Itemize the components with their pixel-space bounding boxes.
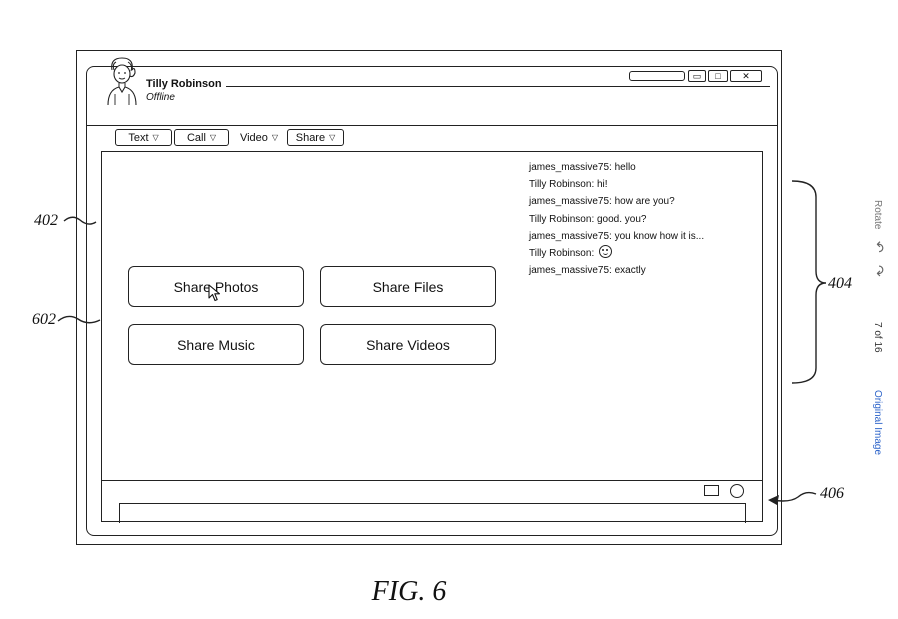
share-photos-button[interactable]: Share Photos (128, 266, 304, 307)
chat-message: james_massive75: exactly (529, 265, 646, 277)
bracket-404 (791, 180, 827, 384)
leader-406 (771, 491, 817, 502)
chat-message: Tilly Robinson: (529, 244, 759, 262)
chat-transcript: james_massive75: hello Tilly Robinson: h… (529, 159, 759, 279)
text-menu-button[interactable]: Text ▽ (115, 129, 172, 146)
video-menu-label: Video (239, 131, 268, 144)
microphone-icon[interactable] (730, 484, 744, 498)
leader-602 (57, 315, 101, 324)
leader-402 (63, 216, 97, 225)
chat-message: Tilly Robinson: hi! (529, 179, 608, 191)
title-bar-field (629, 71, 685, 81)
avatar-icon (107, 57, 137, 106)
chat-message: james_massive75: how are you? (529, 196, 675, 208)
contact-status: Offline (146, 92, 175, 103)
chat-message: james_massive75: you know how it is... (529, 230, 705, 242)
dropdown-arrow-icon: ▽ (271, 133, 279, 142)
figure-caption: FIG. 6 (371, 576, 447, 607)
share-videos-button[interactable]: Share Videos (320, 324, 496, 365)
smiley-icon (599, 244, 612, 258)
message-input-field[interactable] (119, 503, 746, 523)
leader-406-arrow (768, 495, 779, 505)
figure-frame (76, 50, 782, 545)
header-divider (87, 125, 777, 126)
message-input-bar (101, 480, 763, 522)
share-music-button[interactable]: Share Music (128, 324, 304, 365)
reference-numeral-406: 406 (820, 485, 844, 502)
camera-icon[interactable] (704, 485, 719, 496)
dropdown-arrow-icon: ▽ (152, 133, 159, 142)
reference-numeral-404: 404 (828, 275, 852, 292)
messenger-window (86, 66, 778, 536)
share-menu-label: Share (295, 131, 326, 144)
rotate-left-icon[interactable]: ↶ (871, 241, 887, 253)
rotate-label: Rotate (872, 200, 883, 230)
page-counter: 7 of 16 (872, 322, 883, 353)
share-files-button[interactable]: Share Files (320, 266, 496, 307)
dropdown-arrow-icon: ▽ (209, 133, 217, 142)
contact-name: Tilly Robinson (146, 78, 222, 90)
call-menu-button[interactable]: Call ▽ (174, 129, 229, 146)
video-menu-button[interactable]: Video ▽ (233, 129, 285, 146)
reference-numeral-602: 602 (32, 311, 56, 328)
rotate-right-icon[interactable]: ↷ (871, 265, 887, 277)
close-button[interactable]: ✕ (730, 70, 762, 82)
share-menu-button[interactable]: Share ▽ (287, 129, 344, 146)
chat-message: james_massive75: hello (529, 162, 636, 173)
name-underline (226, 86, 770, 87)
chat-message: Tilly Robinson: good. you? (529, 213, 647, 225)
maximize-button[interactable]: □ (708, 70, 728, 82)
minimize-button[interactable]: ▭ (688, 70, 706, 82)
mouse-cursor-icon (208, 284, 221, 302)
text-menu-label: Text (128, 131, 149, 144)
reference-numeral-402: 402 (34, 212, 58, 229)
call-menu-label: Call (186, 131, 206, 144)
dropdown-arrow-icon: ▽ (329, 133, 336, 142)
original-image-link[interactable]: Original Image (872, 390, 883, 456)
